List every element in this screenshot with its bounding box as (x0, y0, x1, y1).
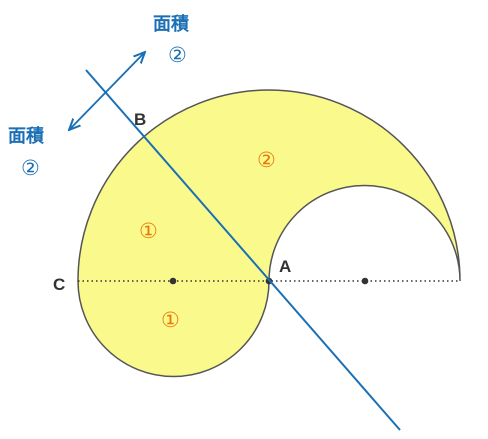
center-point-right (361, 277, 369, 285)
annotation-left-number: ② (21, 157, 40, 180)
annotation-left-label: 面積 (8, 125, 45, 146)
region-one-lower-label: ① (161, 309, 180, 332)
double-arrow (69, 52, 145, 130)
region-two-label: ② (257, 149, 276, 172)
label-b: B (134, 110, 146, 129)
region-one-upper-label: ① (139, 220, 158, 243)
label-a: A (279, 257, 291, 276)
annotation-top-label: 面積 (153, 13, 190, 34)
label-c: C (53, 275, 65, 294)
center-point-left (169, 277, 177, 285)
annotation-top-number: ② (168, 44, 187, 67)
shaded-region (77, 89, 461, 378)
